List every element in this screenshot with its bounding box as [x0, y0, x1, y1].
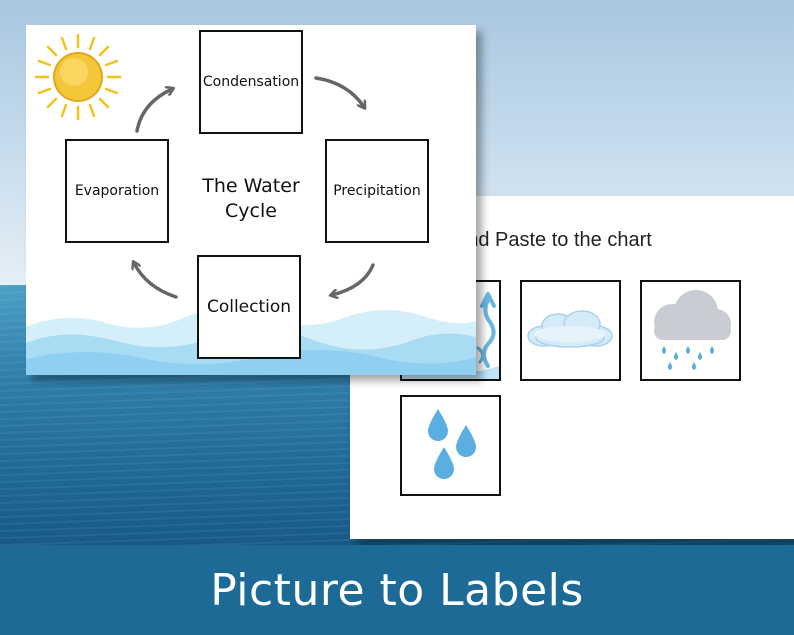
cloud-icon — [527, 310, 613, 348]
label-condensation-text: Condensation — [202, 74, 300, 90]
arrow-collection-to-evaporation — [134, 263, 178, 299]
label-evaporation-text: Evaporation — [74, 183, 160, 199]
label-collection: Collection — [197, 255, 301, 359]
arrow-evaporation-to-condensation — [135, 89, 172, 133]
label-collection-text: Collection — [206, 297, 292, 317]
cycle-arrows — [26, 76, 375, 375]
label-precipitation: Precipitation — [325, 139, 429, 243]
worksheet-front: Condensation Precipitation Collection Ev… — [26, 25, 476, 375]
label-evaporation: Evaporation — [65, 139, 169, 243]
arrow-condensation-to-precipitation — [314, 76, 364, 107]
worksheet-instruction: t and Paste to the chart — [445, 229, 652, 251]
banner: Picture to Labels — [0, 545, 794, 635]
picture-box-cloud — [520, 280, 621, 381]
label-condensation: Condensation — [199, 30, 303, 134]
title-line-1: The Water — [202, 175, 300, 197]
picture-box-drops — [400, 395, 501, 496]
title-line-2: Cycle — [225, 200, 277, 222]
label-precipitation-text: Precipitation — [333, 183, 421, 199]
water-cycle-title: The Water Cycle — [186, 174, 316, 224]
sun-icon — [34, 33, 122, 121]
water-drops-icon — [428, 409, 476, 479]
rain-cloud-icon — [654, 290, 731, 370]
banner-title: Picture to Labels — [210, 564, 584, 616]
arrow-precipitation-to-collection — [332, 263, 375, 295]
picture-box-rain — [640, 280, 741, 381]
